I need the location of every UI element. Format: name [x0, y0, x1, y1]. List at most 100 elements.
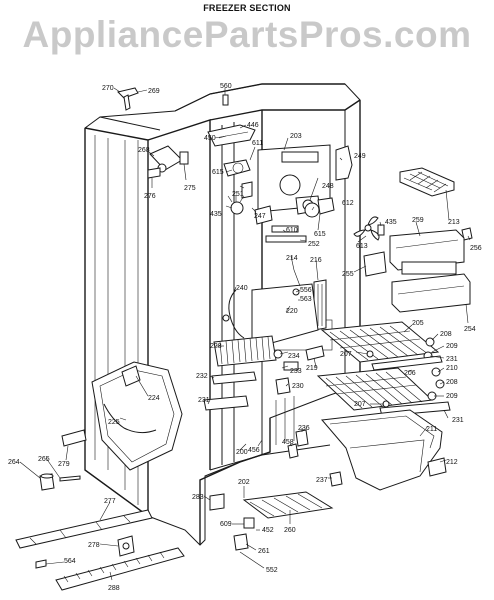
label-458: 458	[282, 439, 294, 446]
part-wire-shelf-206	[316, 367, 434, 411]
label-446: 446	[247, 122, 259, 129]
label-456: 456	[248, 447, 260, 454]
leader-lines	[19, 87, 471, 581]
label-615: 615	[212, 169, 224, 176]
label-450: 450	[204, 135, 216, 142]
part-bushing-264	[39, 473, 55, 491]
label-220: 220	[286, 308, 298, 315]
part-bin-211	[321, 409, 447, 491]
label-251: 251	[232, 191, 244, 198]
label-435: 435	[385, 219, 397, 226]
label-231: 231	[452, 417, 464, 424]
label-270: 270	[102, 85, 114, 92]
part-number-labels: 270 269 560 446 450 203 611 249 268 615 …	[8, 83, 482, 592]
label-234: 234	[288, 353, 300, 360]
part-support-232	[211, 371, 257, 385]
part-shelf-254	[391, 273, 471, 313]
part-control-268	[147, 145, 189, 179]
label-208: 208	[440, 331, 452, 338]
label-255: 255	[342, 271, 354, 278]
part-evaporator-cover-220	[251, 283, 319, 345]
part-pin-265	[59, 475, 81, 482]
label-283: 283	[192, 494, 204, 501]
label-216: 216	[310, 257, 322, 264]
part-trim-252	[265, 225, 307, 243]
label-230: 230	[292, 383, 304, 390]
part-clip-458	[287, 443, 299, 459]
label-200: 200	[236, 449, 248, 456]
part-shelf-259	[389, 229, 465, 275]
label-207: 207	[340, 351, 352, 358]
label-249: 249	[354, 153, 366, 160]
label-288: 288	[108, 585, 120, 592]
label-268: 268	[138, 147, 150, 154]
part-evaporator-228	[213, 335, 283, 367]
label-256: 256	[470, 245, 482, 252]
label-563: 563	[300, 296, 312, 303]
label-278: 278	[88, 542, 100, 549]
label-209: 209	[446, 343, 458, 350]
label-277: 277	[104, 498, 116, 505]
label-219: 219	[306, 365, 318, 372]
part-clip-261	[233, 533, 249, 551]
part-fan-blade-613	[353, 216, 380, 241]
label-214: 214	[286, 255, 298, 262]
part-cap-269	[117, 87, 139, 111]
label-611: 611	[252, 140, 263, 147]
label-552: 552	[266, 567, 278, 574]
part-bracket-249	[335, 145, 353, 181]
part-grille-288	[55, 547, 185, 591]
part-bracket-283	[209, 493, 225, 511]
label-610: 610	[286, 227, 298, 234]
label-225: 225	[108, 419, 120, 426]
part-spacer-207	[366, 350, 390, 408]
part-wire-shelf-205	[320, 321, 440, 363]
label-260: 260	[284, 527, 296, 534]
part-fan-motor-612	[304, 197, 335, 218]
label-232: 232	[196, 373, 208, 380]
label-202: 202	[238, 479, 250, 486]
part-rail-277	[15, 509, 153, 549]
label-203: 203	[290, 133, 302, 140]
part-gasket-225	[91, 361, 183, 471]
label-564: 564	[64, 558, 76, 565]
part-tube-219	[305, 345, 325, 361]
label-237: 237	[316, 477, 328, 484]
label-247: 247	[254, 213, 266, 220]
label-240: 240	[236, 285, 248, 292]
label-252: 252	[308, 241, 320, 248]
label-248: 248	[322, 183, 334, 190]
label-208: 208	[446, 379, 458, 386]
label-213: 213	[448, 219, 460, 226]
part-clip-230	[275, 377, 291, 395]
label-276: 276	[144, 193, 156, 200]
label-209: 209	[446, 393, 458, 400]
label-609: 609	[220, 521, 232, 528]
part-knob-435	[377, 224, 385, 236]
label-231: 231	[198, 397, 210, 404]
label-613: 613	[356, 243, 368, 250]
label-269: 269	[148, 88, 160, 95]
label-612: 612	[342, 200, 354, 207]
part-tray-260	[242, 491, 334, 519]
part-support-231-left	[203, 395, 249, 411]
label-264: 264	[8, 459, 20, 466]
label-212: 212	[446, 459, 458, 466]
label-233: 233	[290, 368, 302, 375]
label-205: 205	[412, 320, 424, 327]
part-screw-564	[35, 559, 47, 569]
label-236: 236	[298, 425, 310, 432]
part-clip-236	[295, 429, 309, 447]
part-bracket-609	[243, 517, 255, 529]
label-279: 279	[58, 461, 70, 468]
label-259: 259	[412, 217, 424, 224]
label-452: 452	[262, 527, 274, 534]
part-motor-247	[227, 195, 273, 225]
label-261: 261	[258, 548, 270, 555]
label-210: 210	[446, 365, 458, 372]
label-556: 556	[300, 287, 312, 294]
label-275: 275	[184, 185, 196, 192]
label-435: 435	[210, 211, 222, 218]
page-title: FREEZER SECTION	[203, 3, 291, 13]
